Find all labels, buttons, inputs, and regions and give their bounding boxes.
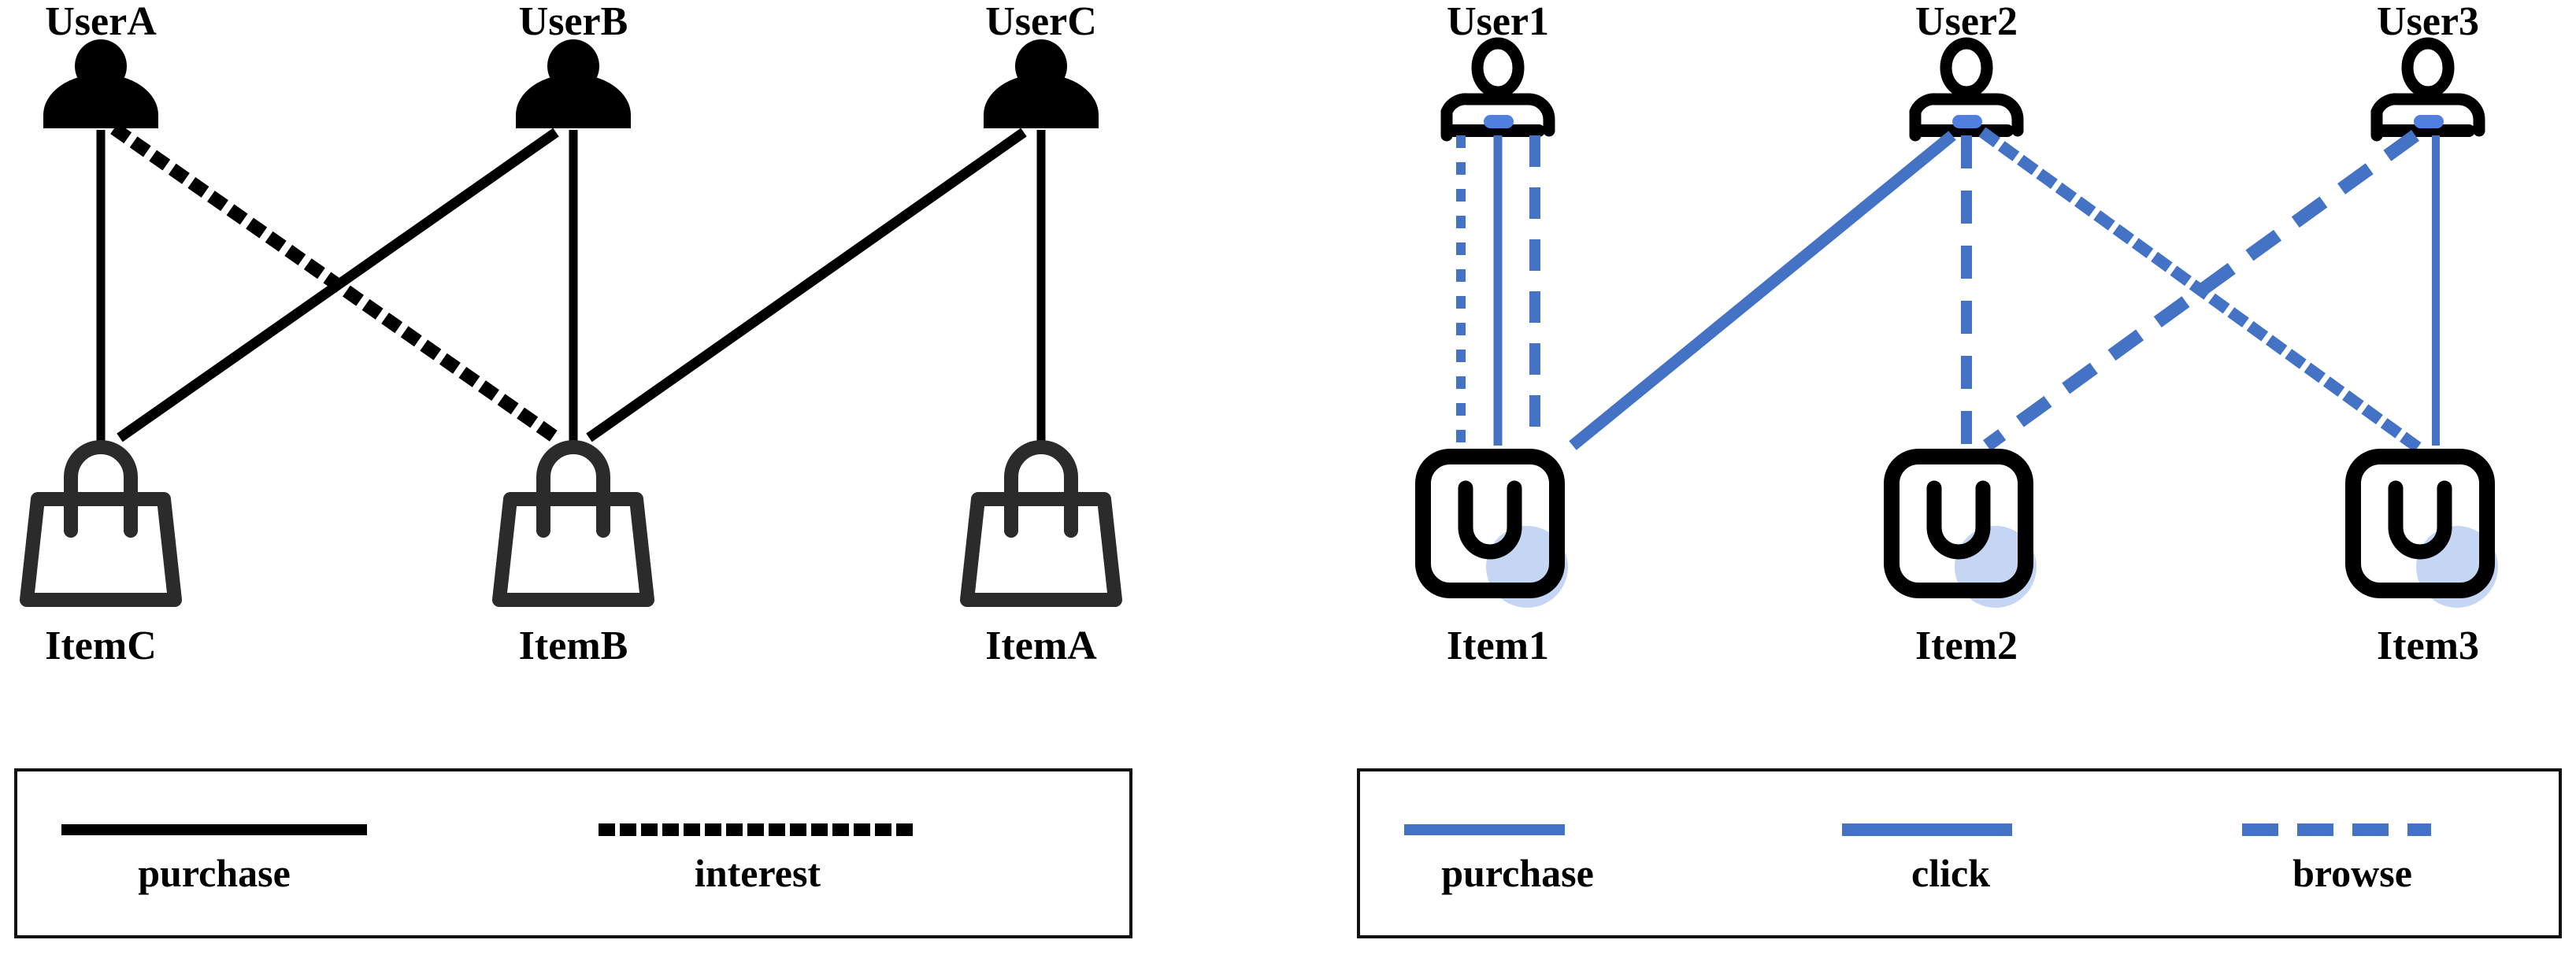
edge-user3-item2-browse (1983, 130, 2419, 451)
item-label-b: ItemB (518, 623, 628, 668)
user-icon-b[interactable] (499, 39, 648, 128)
legend-swatch-solid (1404, 824, 1565, 835)
item-icon-3[interactable] (2337, 442, 2519, 616)
user-label-b: UserB (518, 0, 628, 44)
edge-user2-item3-click (1978, 127, 2424, 454)
legend-swatch-dashed (2242, 823, 2431, 836)
legend-right: purchase click browse (1357, 768, 2562, 938)
user-label-a: UserA (45, 0, 157, 44)
edge-userc-itemb-purchase (586, 128, 1027, 442)
item-label-c: ItemC (45, 623, 157, 668)
user-label-c: UserC (985, 0, 1097, 44)
item-label-a: ItemA (985, 623, 1097, 668)
multi-behavior-recommendation-graph: User1 User2 User3 (1347, 0, 2576, 962)
user-icon-c[interactable] (966, 39, 1116, 128)
user-label-1: User1 (1447, 0, 1549, 44)
edge-user2-item1-purchase (1569, 131, 1956, 450)
traditional-recommendation-graph: UserA UserB UserC (0, 0, 1229, 962)
legend-swatch-dotted (1842, 823, 2012, 836)
item-icon-c[interactable] (14, 438, 187, 611)
legend-swatch-solid (61, 824, 367, 835)
item-label-3: Item3 (2377, 623, 2479, 668)
legend-item-interest[interactable]: interest (592, 823, 923, 893)
user-icon-2[interactable] (1888, 37, 2045, 142)
legend-label-purchase: purchase (1441, 851, 1594, 895)
user-label-2: User2 (1915, 0, 2018, 44)
edge-usera-itemb-interest (110, 123, 565, 447)
item-icon-2[interactable] (1876, 442, 2057, 616)
edge-userb-itemc-purchase (117, 128, 559, 442)
legend-item-purchase[interactable]: purchase (49, 823, 380, 893)
user-icon-1[interactable] (1419, 37, 1577, 142)
legend-item-click[interactable]: click (1801, 823, 2100, 893)
legend-label-interest: interest (694, 851, 821, 895)
user-label-3: User3 (2377, 0, 2479, 44)
item-icon-1[interactable] (1407, 442, 1588, 616)
item-icon-a[interactable] (954, 438, 1128, 611)
legend-left: purchase interest (14, 768, 1132, 938)
user-icon-3[interactable] (2349, 37, 2507, 142)
legend-item-purchase[interactable]: purchase (1376, 823, 1659, 893)
item-label-1: Item1 (1447, 623, 1549, 668)
item-label-2: Item2 (1915, 623, 2018, 668)
legend-label-click: click (1911, 851, 1990, 895)
legend-label-browse: browse (2292, 851, 2412, 895)
legend-item-browse[interactable]: browse (2195, 823, 2510, 893)
item-icon-b[interactable] (487, 438, 660, 611)
legend-swatch-dotted (599, 823, 917, 836)
legend-label-purchase: purchase (138, 851, 291, 895)
user-icon-a[interactable] (26, 39, 176, 128)
